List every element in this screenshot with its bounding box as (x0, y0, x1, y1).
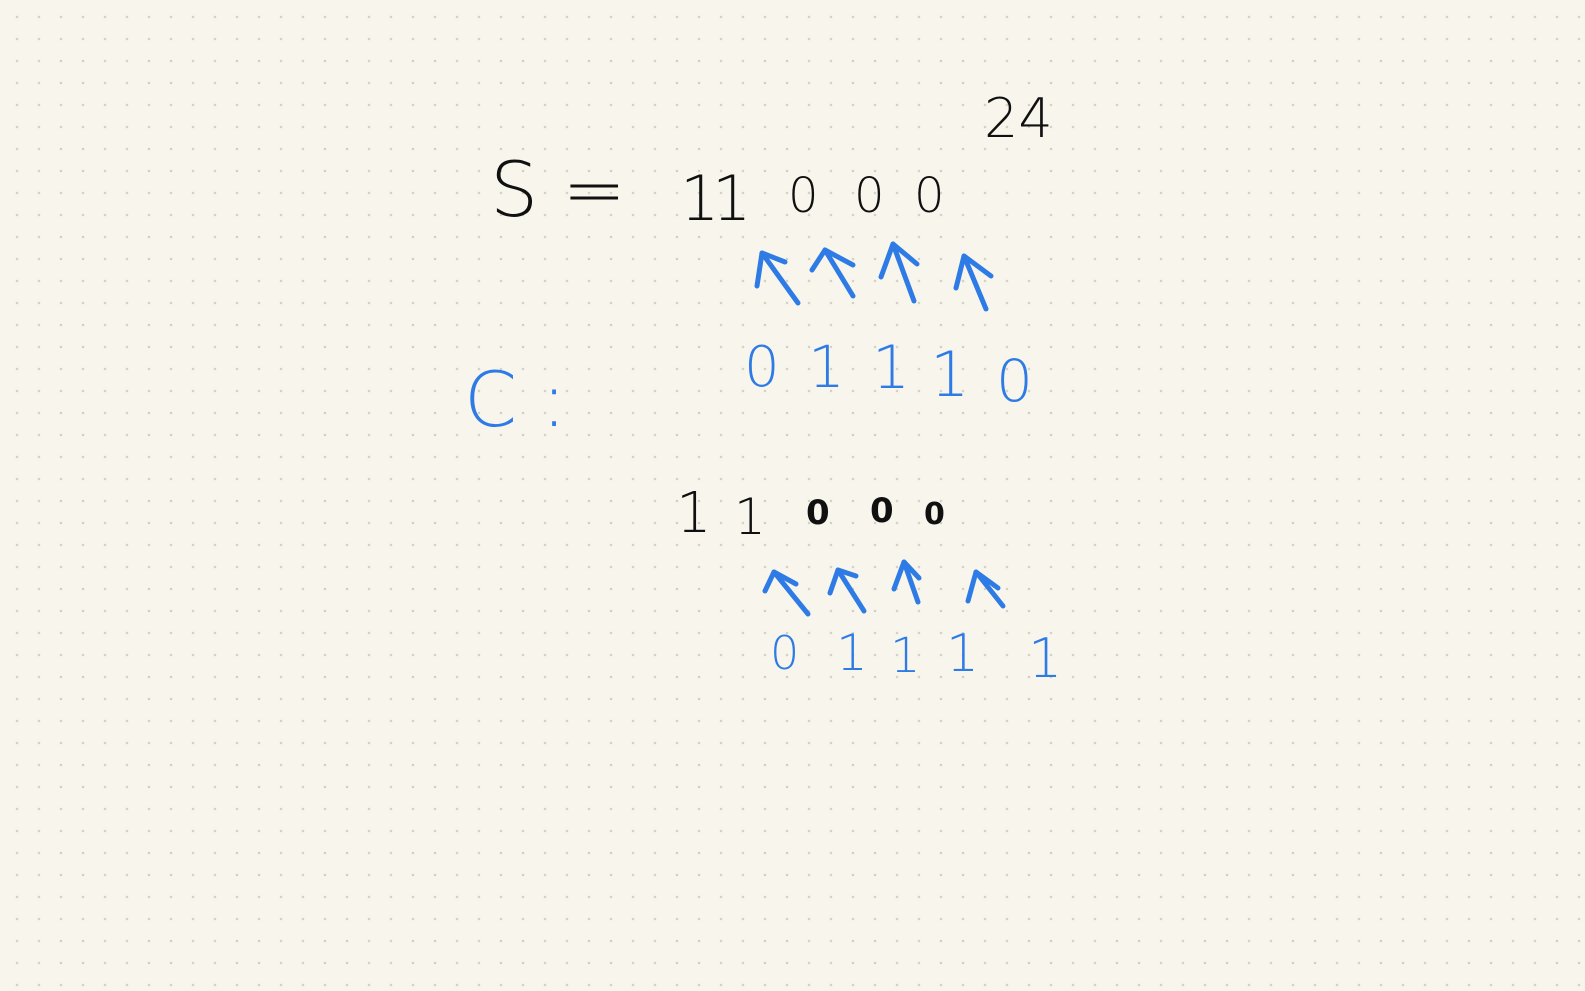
s-digit: 1 (680, 162, 720, 235)
s-digit: 1 (712, 162, 752, 235)
c-digit: 1 (808, 333, 845, 401)
arrow-up-left-icon (878, 241, 920, 304)
c-digit: 1 (872, 333, 911, 403)
row3-digit: 1 (676, 481, 712, 546)
arrow-up-left-icon (965, 569, 1006, 609)
row3-digit: 0 (924, 497, 945, 532)
c-digit: 0 (996, 347, 1033, 415)
row4-digit: 1 (836, 624, 868, 682)
arrow-up-left-icon (754, 250, 801, 306)
arrow-up-left-icon (827, 567, 867, 614)
c-digit: 1 (930, 338, 970, 411)
s-label: S = (490, 145, 627, 234)
s-digit: 0 (788, 168, 819, 224)
arrow-up-left-icon (891, 559, 922, 605)
row3-digit: 0 (870, 491, 894, 531)
arrow-up-left-icon (809, 247, 856, 299)
row4-digit: 0 (770, 626, 800, 680)
row4-digit: 1 (1028, 627, 1063, 690)
c-digit: 0 (744, 335, 780, 400)
row4-digit: 1 (890, 628, 921, 684)
arrow-up-left-icon (953, 253, 994, 312)
s-digit: 0 (854, 168, 885, 224)
row3-digit: 1 (734, 488, 766, 546)
row4-digit: 1 (946, 624, 980, 684)
row3-digit: 0 (806, 493, 830, 533)
exponent-label: 24 (984, 87, 1053, 150)
s-digit: 0 (914, 168, 945, 224)
c-label: C : (464, 355, 567, 444)
arrow-up-left-icon (762, 569, 811, 617)
